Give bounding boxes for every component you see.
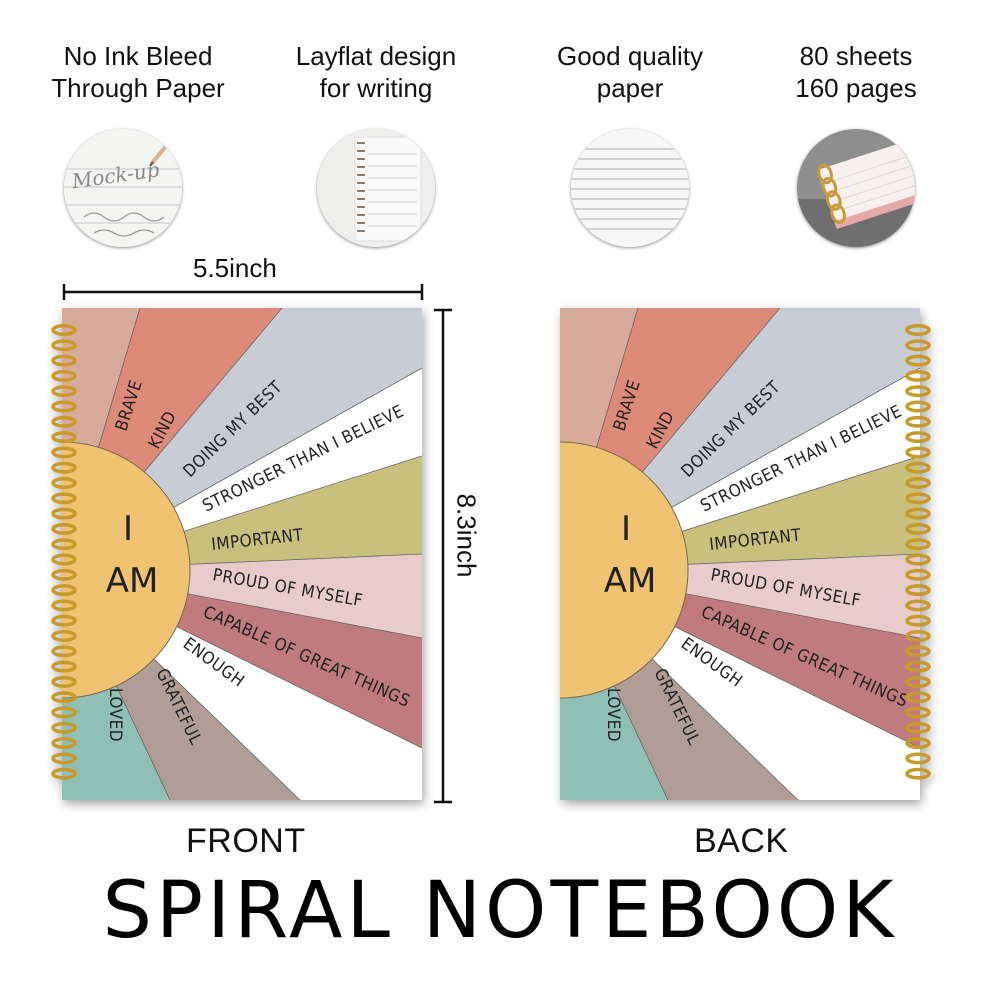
coil-ring: [51, 400, 77, 413]
coil-ring: [905, 538, 931, 551]
coil-ring: [51, 752, 77, 765]
coil-ring: [51, 415, 77, 428]
coil-ring: [51, 706, 77, 719]
word-loved: LOVED: [603, 688, 623, 742]
feature-label: Layflat design for writing: [295, 41, 457, 103]
coil-ring: [905, 752, 931, 765]
cover-am-text: AM: [106, 561, 159, 601]
page-title: SPIRAL NOTEBOOK: [102, 866, 898, 956]
coil-ring: [51, 324, 77, 336]
coil-ring: [905, 767, 931, 780]
spiral-page-icon: [317, 129, 435, 247]
coil-ring: [905, 415, 931, 428]
word-loved: LOVED: [105, 688, 125, 742]
coil-ring: [51, 339, 77, 352]
coil-ring: [51, 767, 77, 780]
coil-ring: [905, 477, 931, 489]
coil-ring: [51, 477, 77, 489]
coil-ring: [905, 354, 931, 367]
coil-ring: [905, 507, 931, 520]
sun-circle: [62, 441, 191, 699]
coil-ring: [905, 492, 931, 505]
coil-ring: [51, 522, 77, 535]
coil-ring: [905, 721, 931, 734]
coil-ring: [905, 599, 931, 612]
coil-ring: [905, 522, 931, 535]
handwriting-sample-icon: Mock-up: [64, 129, 182, 247]
spiral-binding-icon: [51, 324, 77, 780]
feature-layflat: Layflat design for writing: [251, 40, 501, 104]
coil-ring: [905, 431, 931, 444]
cover-i-text: I: [621, 509, 631, 549]
coil-ring: [51, 737, 77, 750]
coil-ring: [51, 431, 77, 444]
feature-paper-quality: Good quality paper: [505, 40, 755, 104]
feature-sheet-count: 80 sheets 160 pages: [731, 40, 981, 104]
coil-ring: [51, 614, 77, 627]
coil-ring: [51, 568, 77, 581]
coil-ring: [905, 553, 931, 566]
coil-ring: [905, 660, 931, 673]
notebook-front: I AM BRAVE KIND DOING MY BEST STRONGER T…: [50, 308, 422, 800]
coil-ring: [51, 385, 77, 398]
front-cover-art: I AM BRAVE KIND DOING MY BEST STRONGER T…: [51, 308, 422, 800]
coil-ring: [51, 369, 77, 382]
width-dimension-arrow: [62, 284, 424, 300]
width-dimension-label: 5.5inch: [193, 253, 277, 283]
coil-ring: [51, 461, 77, 474]
height-dimension-label: 8.3inch: [451, 493, 482, 578]
coil-ring: [905, 584, 931, 597]
coil-ring: [51, 553, 77, 566]
back-label: BACK: [694, 822, 789, 860]
front-label: FRONT: [186, 822, 306, 860]
coil-ring: [51, 538, 77, 551]
coil-ring: [905, 446, 931, 459]
lined-paper-icon: [571, 129, 689, 247]
spiral-binding-icon: [905, 324, 931, 780]
coil-ring: [905, 691, 931, 704]
coil-ring: [51, 599, 77, 612]
coil-ring: [51, 354, 77, 367]
coil-ring: [51, 645, 77, 658]
coil-ring: [905, 324, 931, 336]
coil-ring: [905, 675, 931, 688]
coil-ring: [905, 737, 931, 750]
coil-ring: [905, 385, 931, 398]
cover-i-text: I: [123, 509, 133, 549]
cover-am-text: AM: [604, 561, 657, 601]
coil-ring: [905, 630, 931, 642]
coil-ring: [51, 446, 77, 459]
coil-ring: [51, 721, 77, 734]
coil-ring: [905, 400, 931, 413]
coil-ring: [51, 691, 77, 704]
back-cover-art: I AM BRAVE KIND DOING MY BEST STRONGER T…: [560, 308, 931, 800]
notebook-back: I AM BRAVE KIND DOING MY BEST STRONGER T…: [560, 308, 932, 800]
coil-ring: [51, 660, 77, 673]
coil-ring: [51, 675, 77, 688]
coil-ring: [905, 369, 931, 382]
feature-label: 80 sheets 160 pages: [795, 41, 917, 103]
coil-ring: [905, 614, 931, 627]
coil-ring: [51, 492, 77, 505]
coil-ring: [905, 568, 931, 581]
coil-ring: [905, 461, 931, 474]
coil-ring: [905, 645, 931, 658]
coil-ring: [905, 706, 931, 719]
feature-label: No Ink Bleed Through Paper: [51, 41, 225, 103]
spiral-closeup-icon: [797, 129, 915, 247]
coil-ring: [905, 339, 931, 352]
feature-label: Good quality paper: [557, 41, 703, 103]
coil-ring: [51, 507, 77, 520]
coil-ring: [51, 584, 77, 597]
coil-ring: [51, 630, 77, 642]
height-dimension-arrow: [434, 308, 452, 804]
sun-circle: [560, 441, 689, 699]
feature-ink-bleed: No Ink Bleed Through Paper: [13, 40, 263, 104]
